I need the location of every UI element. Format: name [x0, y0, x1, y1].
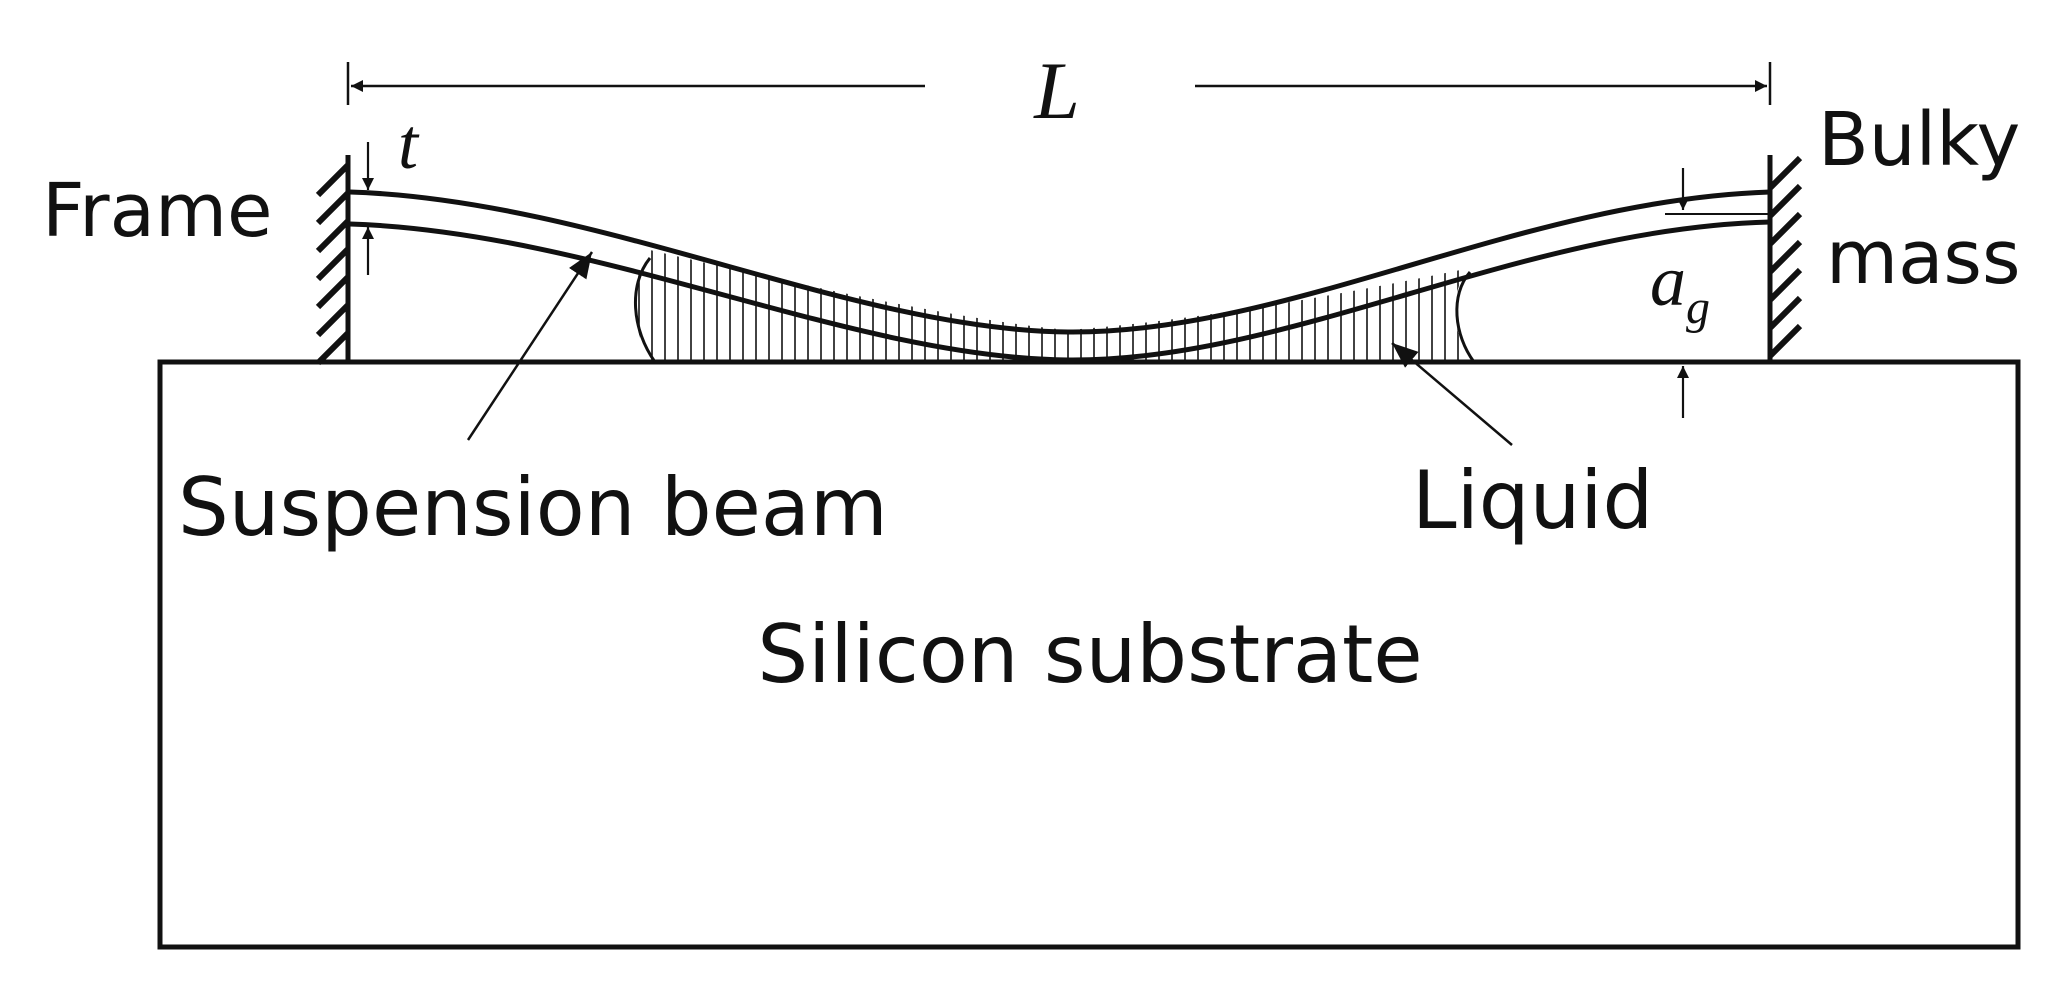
length-label: L [1033, 45, 1080, 136]
substrate-label: Silicon substrate [757, 608, 1422, 701]
bulky-mass-support [1767, 155, 1803, 362]
silicon-substrate: Silicon substrate [157, 359, 2021, 950]
thickness-dimension: t [362, 104, 420, 275]
frame-support [315, 155, 351, 366]
gap-symbol: a [1650, 241, 1686, 321]
thickness-label: t [398, 104, 420, 184]
gap-label: ag [1650, 241, 1710, 334]
gap-subscript: g [1686, 281, 1710, 334]
frame-label: Frame [42, 168, 273, 254]
length-dimension: L [346, 45, 1772, 136]
liquid-label: Liquid [1412, 454, 1653, 547]
bulky-mass-label-line2: mass [1826, 215, 2021, 301]
gap-dimension: ag [1650, 168, 1770, 418]
beam-top-edge [349, 189, 1771, 335]
bulky-mass-label-line1: Bulky [1818, 97, 2020, 183]
liquid-callout: Liquid [1391, 342, 1653, 547]
suspension-beam-callout: Suspension beam [178, 251, 888, 554]
liquid-meniscus-left [633, 257, 657, 363]
suspension-beam-label: Suspension beam [178, 461, 888, 554]
